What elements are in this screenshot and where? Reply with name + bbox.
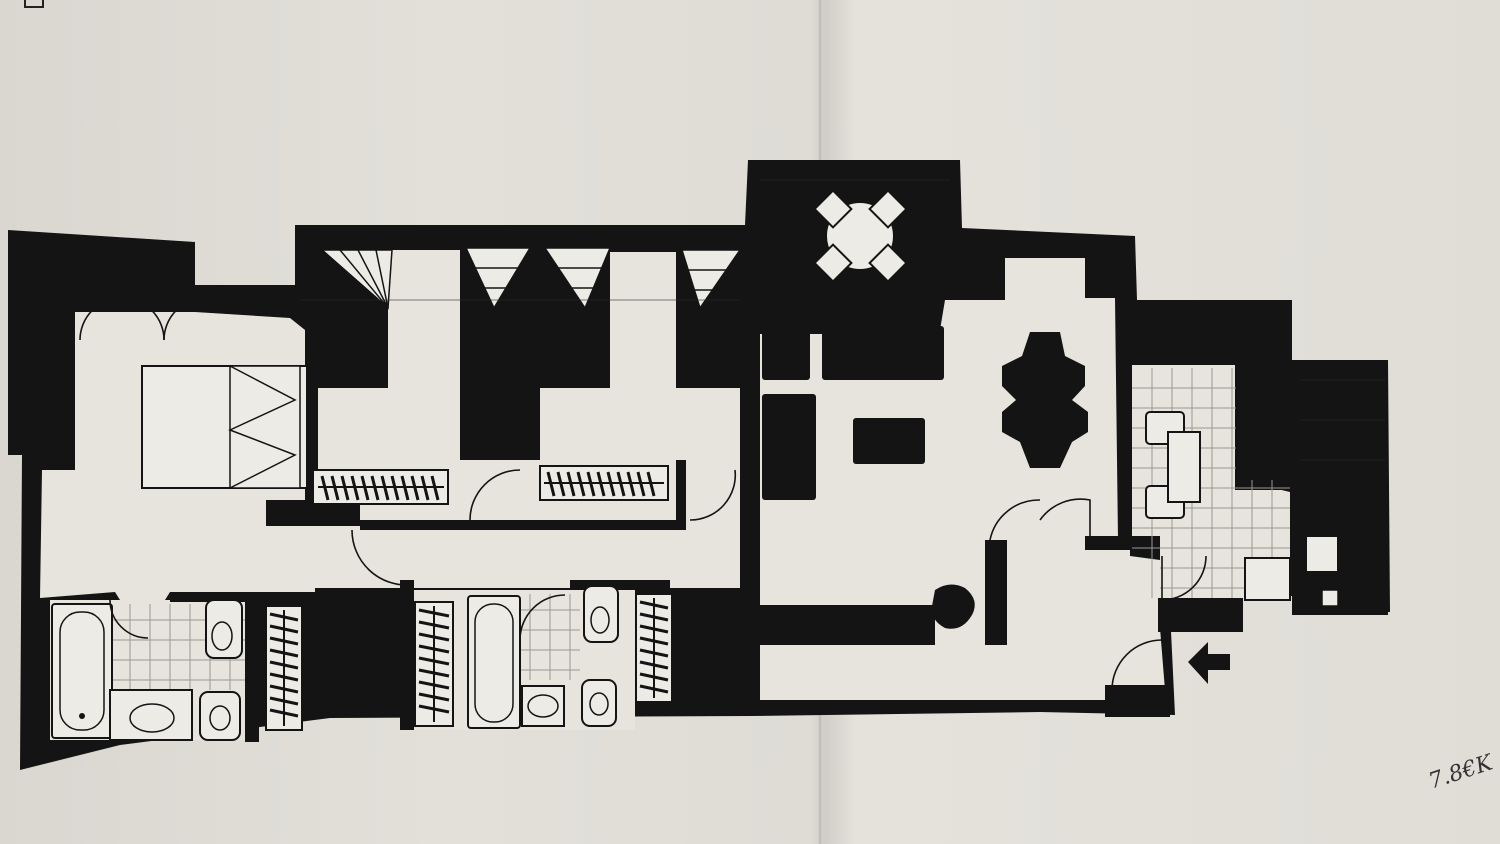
entrance-hall xyxy=(745,628,1165,700)
double-bed xyxy=(141,365,308,489)
kitchen-fixtures xyxy=(1132,368,1339,607)
sofa-left xyxy=(762,394,816,500)
living-furniture xyxy=(762,326,1088,629)
wardrobes xyxy=(265,465,673,731)
window-fans xyxy=(320,247,742,310)
page-corner-mark xyxy=(24,0,44,8)
sofa-top xyxy=(822,326,944,380)
bathroom-1-fixtures xyxy=(51,599,245,741)
partition-walls xyxy=(170,300,1388,742)
coffee-table xyxy=(853,418,925,464)
dining-table xyxy=(1002,332,1088,468)
bedroom-2 xyxy=(318,250,460,520)
door-swings xyxy=(79,297,1207,691)
bathroom-2-fixtures xyxy=(467,585,619,729)
armchair-1 xyxy=(762,330,810,380)
balcony-table xyxy=(813,189,908,283)
plant xyxy=(931,584,975,629)
bedroom-3 xyxy=(540,252,676,520)
arrow-left-icon xyxy=(1188,642,1230,684)
scan-streaks xyxy=(300,179,1385,461)
